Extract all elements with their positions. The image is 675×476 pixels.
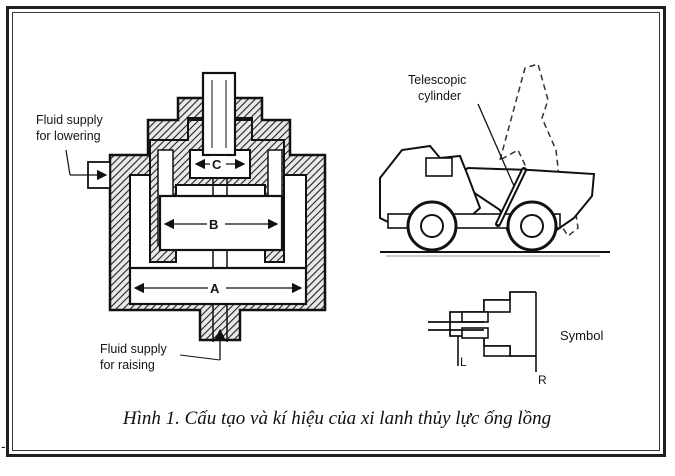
symbol-stage-1 bbox=[483, 299, 511, 313]
stage-b-label: B bbox=[209, 217, 218, 232]
inner-border bbox=[12, 12, 660, 451]
label-lowering-line2: for lowering bbox=[36, 129, 101, 143]
stage-c-label: C bbox=[212, 157, 222, 172]
outer-border bbox=[6, 6, 666, 457]
dump-truck-illustration: Telescopic cylinder bbox=[379, 63, 610, 257]
symbol-stage-4 bbox=[483, 345, 511, 357]
hydraulic-symbol: L R Symbol bbox=[428, 291, 603, 387]
label-raising-line1: Fluid supply bbox=[100, 342, 167, 356]
stage-a-label: A bbox=[210, 281, 220, 296]
telescopic-cylinder-section: C B A Fluid supply for lowering Fluid su… bbox=[36, 71, 327, 372]
symbol-stage-2 bbox=[461, 311, 489, 323]
central-ram bbox=[201, 71, 237, 157]
cab-window bbox=[425, 157, 453, 177]
label-raising-line2: for raising bbox=[100, 358, 155, 372]
telescopic-label-line1: Telescopic bbox=[408, 73, 466, 87]
telescopic-leader-line bbox=[477, 103, 515, 187]
margin-mark: - bbox=[1, 438, 6, 454]
symbol-stage-3 bbox=[461, 327, 489, 339]
figure-caption: Hình 1. Cấu tạo và kí hiệu của xi lanh t… bbox=[122, 408, 551, 429]
telescopic-label-line2: cylinder bbox=[418, 89, 461, 103]
symbol-port-l: L bbox=[460, 355, 467, 369]
label-lowering-line1: Fluid supply bbox=[36, 113, 103, 127]
symbol-port-r: R bbox=[538, 373, 547, 387]
symbol-label: Symbol bbox=[560, 328, 603, 343]
